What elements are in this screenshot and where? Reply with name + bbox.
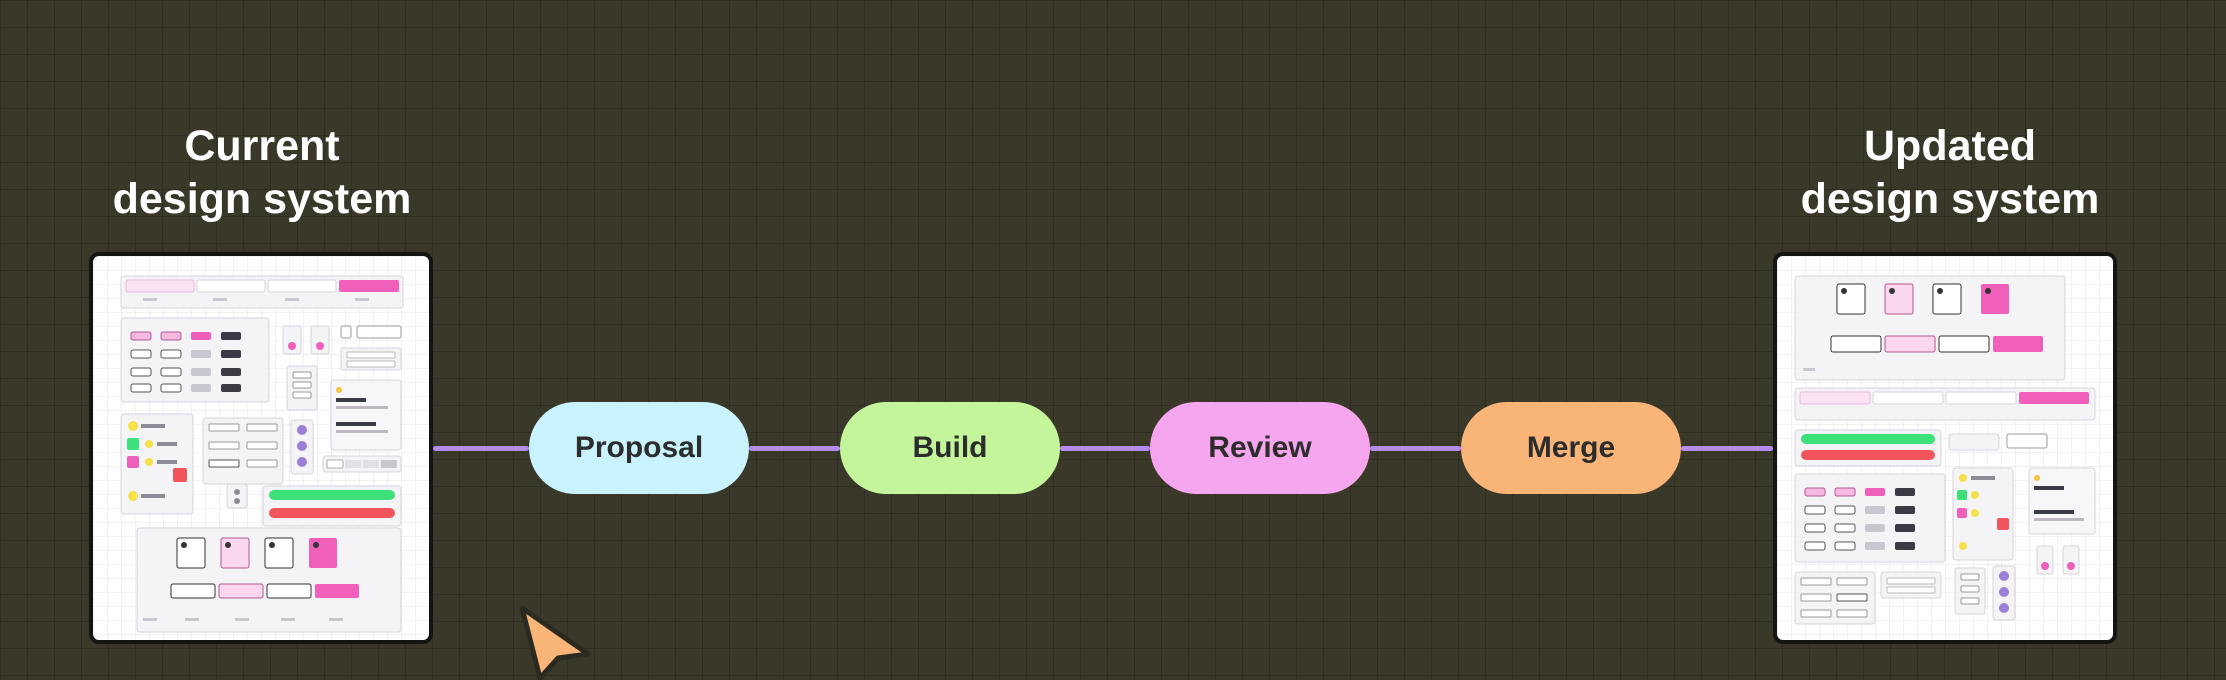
updated-heading-line-2: design system [1800,175,2100,223]
step-review[interactable]: Review [1150,402,1370,494]
updated-design-system-heading: Updated design system [1750,120,2150,226]
flow-connector-review-merge [1370,446,1461,451]
step-build-label: Build [912,431,988,464]
current-heading-line-2: design system [112,175,412,223]
updated-design-system-frame[interactable] [1773,252,2117,644]
arrow-cursor-icon [519,605,591,680]
flow-connector-start [433,446,529,451]
current-design-system-heading: Current design system [62,120,462,226]
step-merge-label: Merge [1526,431,1616,464]
step-proposal-label: Proposal [574,431,704,464]
flow-connector-end [1681,446,1773,451]
updated-design-system-thumbnail [1794,275,2096,625]
flow-connector-proposal-build [749,446,840,451]
step-merge[interactable]: Merge [1461,402,1681,494]
step-review-label: Review [1208,431,1312,464]
flow-connector-build-review [1060,446,1150,451]
current-design-system-thumbnail [120,275,404,633]
current-design-system-frame[interactable] [89,252,433,644]
updated-heading-line-1: Updated [1864,122,2036,170]
current-heading-line-1: Current [184,122,340,170]
step-proposal[interactable]: Proposal [529,402,749,494]
step-build[interactable]: Build [840,402,1060,494]
